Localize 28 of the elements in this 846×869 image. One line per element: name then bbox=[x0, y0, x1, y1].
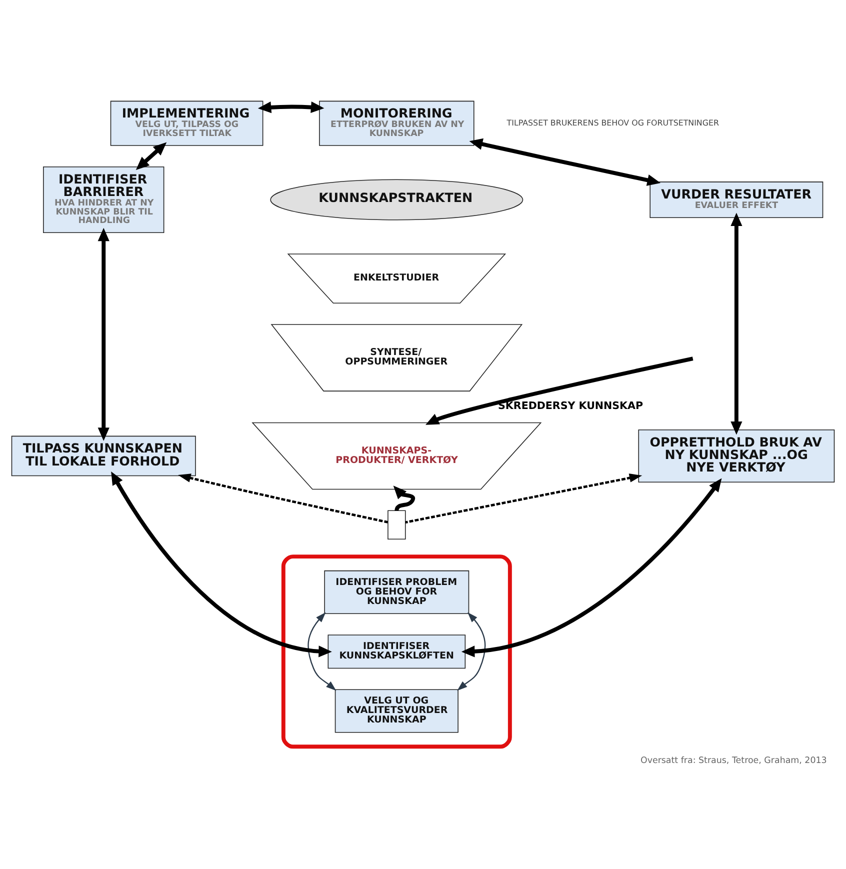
arrow bbox=[405, 473, 642, 524]
cluster bbox=[281, 554, 512, 748]
arrow bbox=[136, 142, 167, 170]
arrow bbox=[426, 356, 694, 424]
node-box: VURDER RESULTATER EVALUER EFFEKT bbox=[650, 181, 824, 218]
node-box: IMPLEMENTERING VELG UT, TILPASS OG IVERKSETT TILTAK bbox=[110, 100, 264, 146]
node-box: OPPRETTHOLD BRUK AV NY KUNNSKAP ...OG NYE VERKTØY bbox=[638, 428, 835, 482]
arrow bbox=[469, 138, 661, 186]
arrow bbox=[308, 612, 336, 690]
node-box bbox=[388, 510, 406, 540]
node-box: VELG UT OG KVALITETSVURDER KUNNSKAP bbox=[334, 688, 458, 732]
arrow bbox=[258, 100, 324, 113]
node-box: IDENTIFISER BARRIERER HVA HINDRER AT NY KUNNSKAP BLIR TIL HANDLING bbox=[43, 166, 164, 233]
arrow bbox=[393, 485, 415, 510]
arrow bbox=[730, 212, 742, 434]
arrow bbox=[457, 612, 486, 690]
node-box: MONITORERING ETTERPRØV BRUKEN AV NY KUNNSKAP bbox=[319, 100, 474, 146]
node-ellipse: KUNNSKAPSTRAKTEN bbox=[270, 178, 524, 220]
arrow bbox=[111, 471, 332, 657]
arrow bbox=[178, 473, 388, 523]
arrow bbox=[461, 478, 722, 657]
node-box: IDENTIFISER PROBLEM OG BEHOV FOR KUNNSKAP bbox=[324, 570, 470, 614]
node-box: TILPASS KUNNSKAPEN TIL LOKALE FORHOLD bbox=[11, 435, 196, 476]
node-box: IDENTIFISER KUNNSKAPSKLØFTEN bbox=[328, 634, 466, 668]
caption: Oversatt fra: Straus, Tetroe, Graham, 2013 bbox=[640, 756, 827, 766]
label: TILPASSET BRUKERENS BEHOV OG FORUTSETNINGER bbox=[506, 118, 719, 127]
arrow bbox=[98, 227, 110, 440]
edge-label: SKREDDERSY KUNNSKAP bbox=[498, 399, 644, 412]
